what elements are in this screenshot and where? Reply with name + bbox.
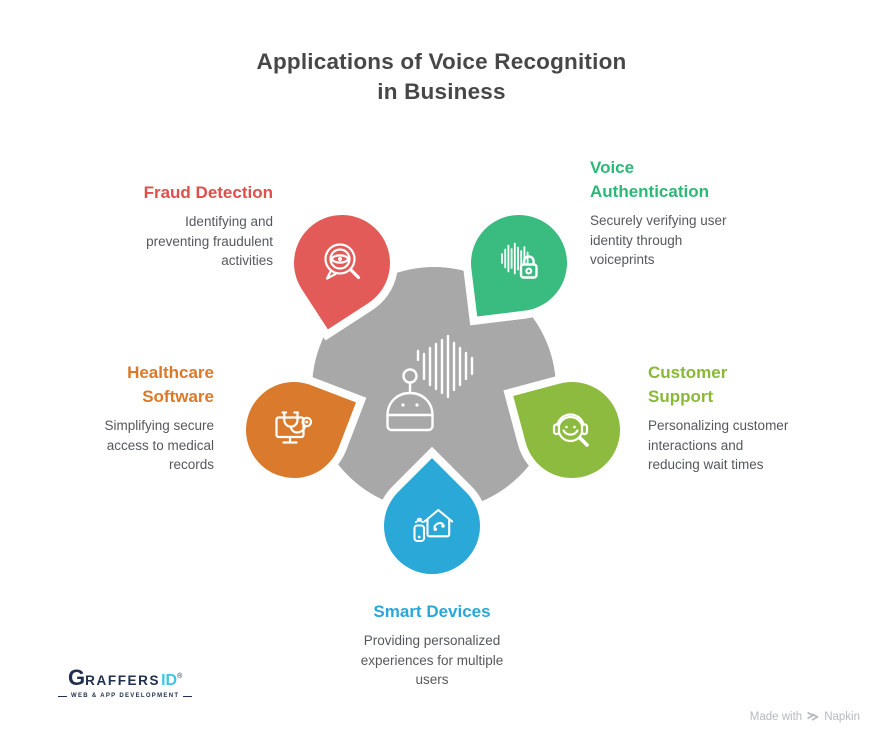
section-fraud-detection: Fraud Detection Identifying and preventi… xyxy=(23,181,273,271)
eye-magnifier-speech-bubble-icon xyxy=(324,243,361,280)
section-voice-authentication: Voice Authentication Securely verifying … xyxy=(590,156,840,270)
napkin-credit: Made with Napkin xyxy=(750,711,860,723)
voice-assistant-robot-icon xyxy=(386,335,474,432)
petal-voice-authentication xyxy=(465,209,573,317)
monitor-stethoscope-icon xyxy=(275,411,313,444)
section-heading: Healthcare Software xyxy=(127,363,214,406)
logo-rest: RAFFERS xyxy=(85,673,161,688)
section-description: Personalizing customer interactions and … xyxy=(648,418,789,472)
smart-home-phone-icon xyxy=(413,508,454,543)
section-description: Providing personalized experiences for m… xyxy=(360,633,504,687)
petal-fraud-detection xyxy=(275,196,409,330)
section-description: Identifying and preventing fraudulent ac… xyxy=(146,214,273,268)
section-smart-devices: Smart Devices Providing personalized exp… xyxy=(282,600,582,690)
voiceprint-lock-icon xyxy=(501,242,538,279)
credit-prefix: Made with xyxy=(749,711,803,723)
section-customer-support: Customer Support Personalizing customer … xyxy=(648,361,883,475)
section-heading: Fraud Detection xyxy=(143,183,273,202)
support-agent-magnifier-icon xyxy=(552,413,589,447)
petal-smart-devices xyxy=(364,458,500,594)
logo-tagline: WEB & APP DEVELOPMENT xyxy=(58,693,193,699)
napkin-logo-icon xyxy=(807,711,819,721)
section-heading: Voice Authentication xyxy=(590,158,709,201)
section-description: Securely verifying user identity through… xyxy=(590,213,727,267)
registered-trademark-symbol: ® xyxy=(177,673,183,680)
credit-brand: Napkin xyxy=(824,711,860,723)
page-title: Applications of Voice Recognition in Bus… xyxy=(256,49,627,104)
tagline-dash xyxy=(183,695,193,697)
logo-initial: G xyxy=(68,665,86,690)
tagline-dash xyxy=(58,695,67,697)
section-healthcare-software: Healthcare Software Simplifying secure a… xyxy=(0,361,214,475)
tagline-text: WEB & APP DEVELOPMENT xyxy=(71,693,180,699)
petal-healthcare-software xyxy=(231,367,357,493)
petal-customer-support xyxy=(513,371,631,489)
section-heading: Smart Devices xyxy=(373,602,491,621)
section-description: Simplifying secure access to medical rec… xyxy=(104,418,214,472)
section-heading: Customer Support xyxy=(648,363,728,406)
logo-suffix: ID xyxy=(161,672,178,689)
